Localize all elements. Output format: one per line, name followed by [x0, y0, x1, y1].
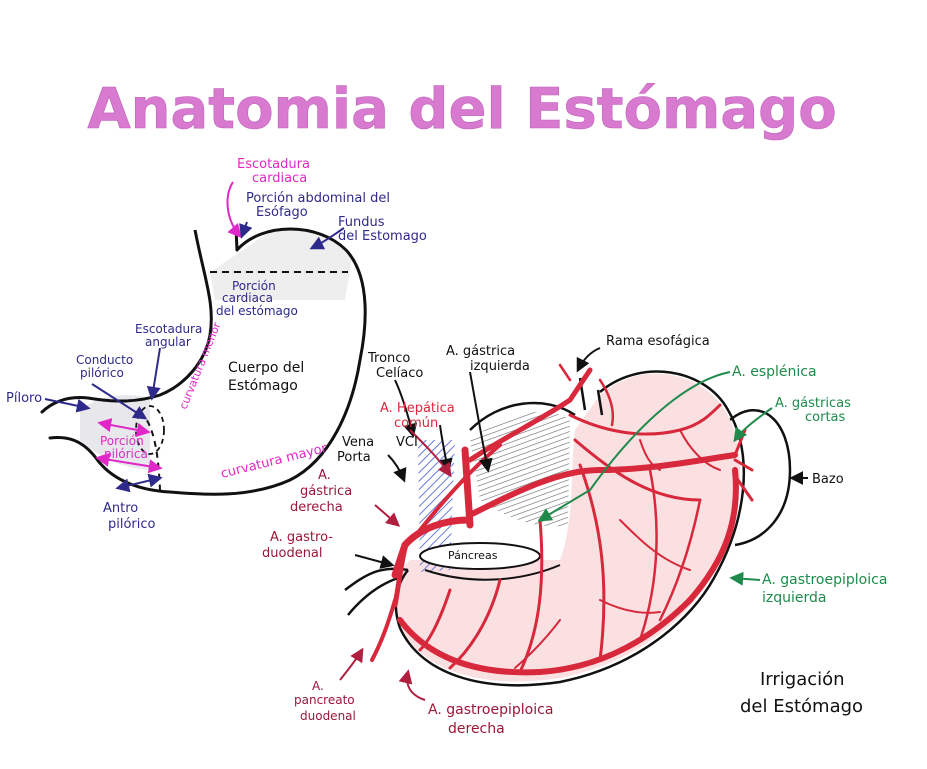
irrigated-stomach-outline	[398, 370, 745, 687]
label-arteria-esplenica: A. esplénica	[732, 364, 817, 380]
label-conducto-pilorico: Conducto pilórico	[76, 353, 137, 380]
label-antro-pilorico: Antro pilórico	[103, 501, 156, 532]
label-curvatura-mayor: curvatura mayor	[219, 441, 329, 482]
stomach-anatomy: Escotadura cardiaca Porción abdominal de…	[6, 157, 427, 532]
label-pancreatoduodenal: A. pancreato duodenal	[294, 679, 358, 723]
label-vci: VCI	[396, 435, 418, 450]
common-hepatic-artery	[391, 516, 472, 579]
label-porcion-pilorica: Porción pilórica	[100, 434, 148, 461]
label-gastroepiploica-izquierda: A. gastroepiploica izquierda	[762, 572, 892, 606]
label-vena-porta: Vena Porta	[337, 435, 378, 465]
posterior-hatched-area	[470, 411, 570, 527]
label-gastroduodenal: A. gastro- duodenal	[262, 530, 337, 561]
page-title: Anatomia del Estómago	[87, 77, 836, 142]
label-arterias-gastricas-cortas: A. gástricas cortas	[775, 396, 855, 425]
left-gastroepiploic-artery	[687, 467, 739, 603]
arterial-tree	[370, 363, 754, 676]
stomach-irrigation: Tronco Celíaco A. gástrica izquierda Ram…	[262, 334, 892, 737]
left-gastric-artery	[467, 367, 593, 463]
label-pancreas: Páncreas	[448, 549, 498, 562]
label-hepatica-comun: A. Hepática común	[380, 401, 459, 431]
caption-irrigacion: Irrigación del Estómago	[740, 669, 863, 717]
right-gastroepiploic-artery	[397, 597, 693, 676]
pancreaticoduodenal-artery	[370, 598, 397, 662]
label-escotadura-angular: Escotadura angular	[135, 322, 206, 349]
label-escotadura-cardiaca: Escotadura cardiaca	[237, 157, 314, 186]
label-gastrica-derecha: A. gástrica derecha	[290, 468, 356, 515]
spleen-outline	[729, 408, 792, 547]
splenic-artery	[467, 452, 738, 518]
label-bazo: Bazo	[812, 472, 844, 487]
irrigated-stomach-fill	[394, 373, 741, 682]
short-gastric-branch-2	[733, 458, 754, 472]
label-rama-esofagica: Rama esofágica	[606, 334, 710, 349]
lesser-curvature-outline	[40, 233, 213, 414]
pancreas-shape	[419, 542, 541, 570]
label-porcion-cardiaca: Porción cardiaca del estómago	[216, 279, 298, 318]
label-piloro: Píloro	[6, 391, 42, 406]
label-fundus: Fundus del Estomago	[338, 215, 427, 244]
label-porcion-abdominal-esofago: Porción abdominal del Esófago	[246, 191, 394, 220]
label-tronco-celiaco: Tronco Celíaco	[367, 351, 423, 381]
right-gastric-artery	[418, 443, 502, 532]
label-cuerpo-estomago: Cuerpo del Estómago	[228, 360, 309, 394]
label-gastrica-izquierda: A. gástrica izquierda	[446, 344, 530, 374]
label-gastroepiploica-derecha: A. gastroepiploica derecha	[428, 702, 558, 737]
